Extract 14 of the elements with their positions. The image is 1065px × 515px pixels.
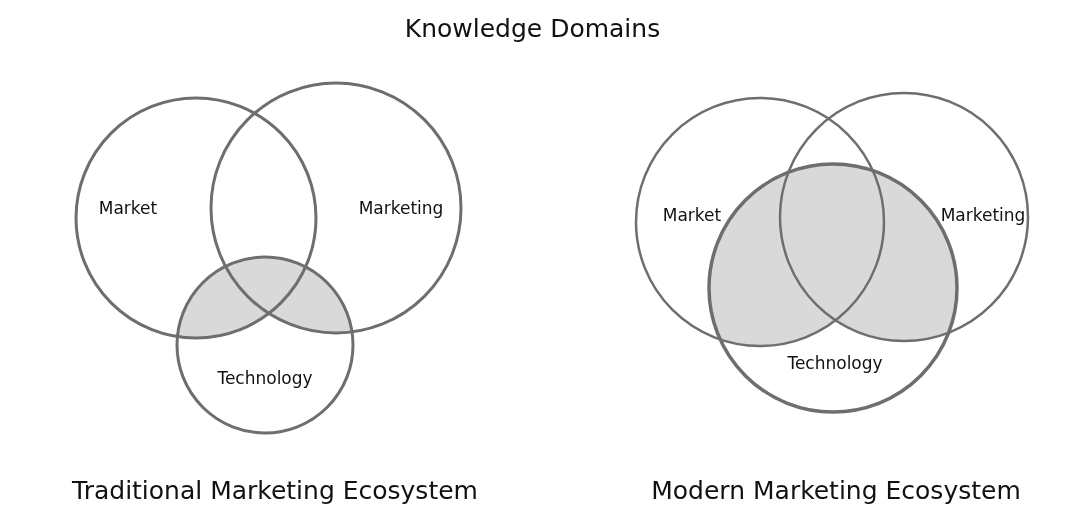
circle-label: Technology [787,353,883,373]
diagram-caption: Modern Marketing Ecosystem [651,476,1021,505]
circle-label: Market [98,198,158,218]
circle-label: Marketing [358,198,444,218]
circle-label: Market [662,205,722,225]
venn-circle [74,96,318,340]
venn-circle [175,255,355,435]
circle-label: Marketing [940,205,1026,225]
venn-circle [634,96,886,348]
diagram-caption: Traditional Marketing Ecosystem [72,476,478,505]
venn-circle [209,81,463,335]
diagram-title: Knowledge Domains [403,14,662,43]
venn-circle [778,91,1030,343]
circle-label: Technology [217,368,313,388]
